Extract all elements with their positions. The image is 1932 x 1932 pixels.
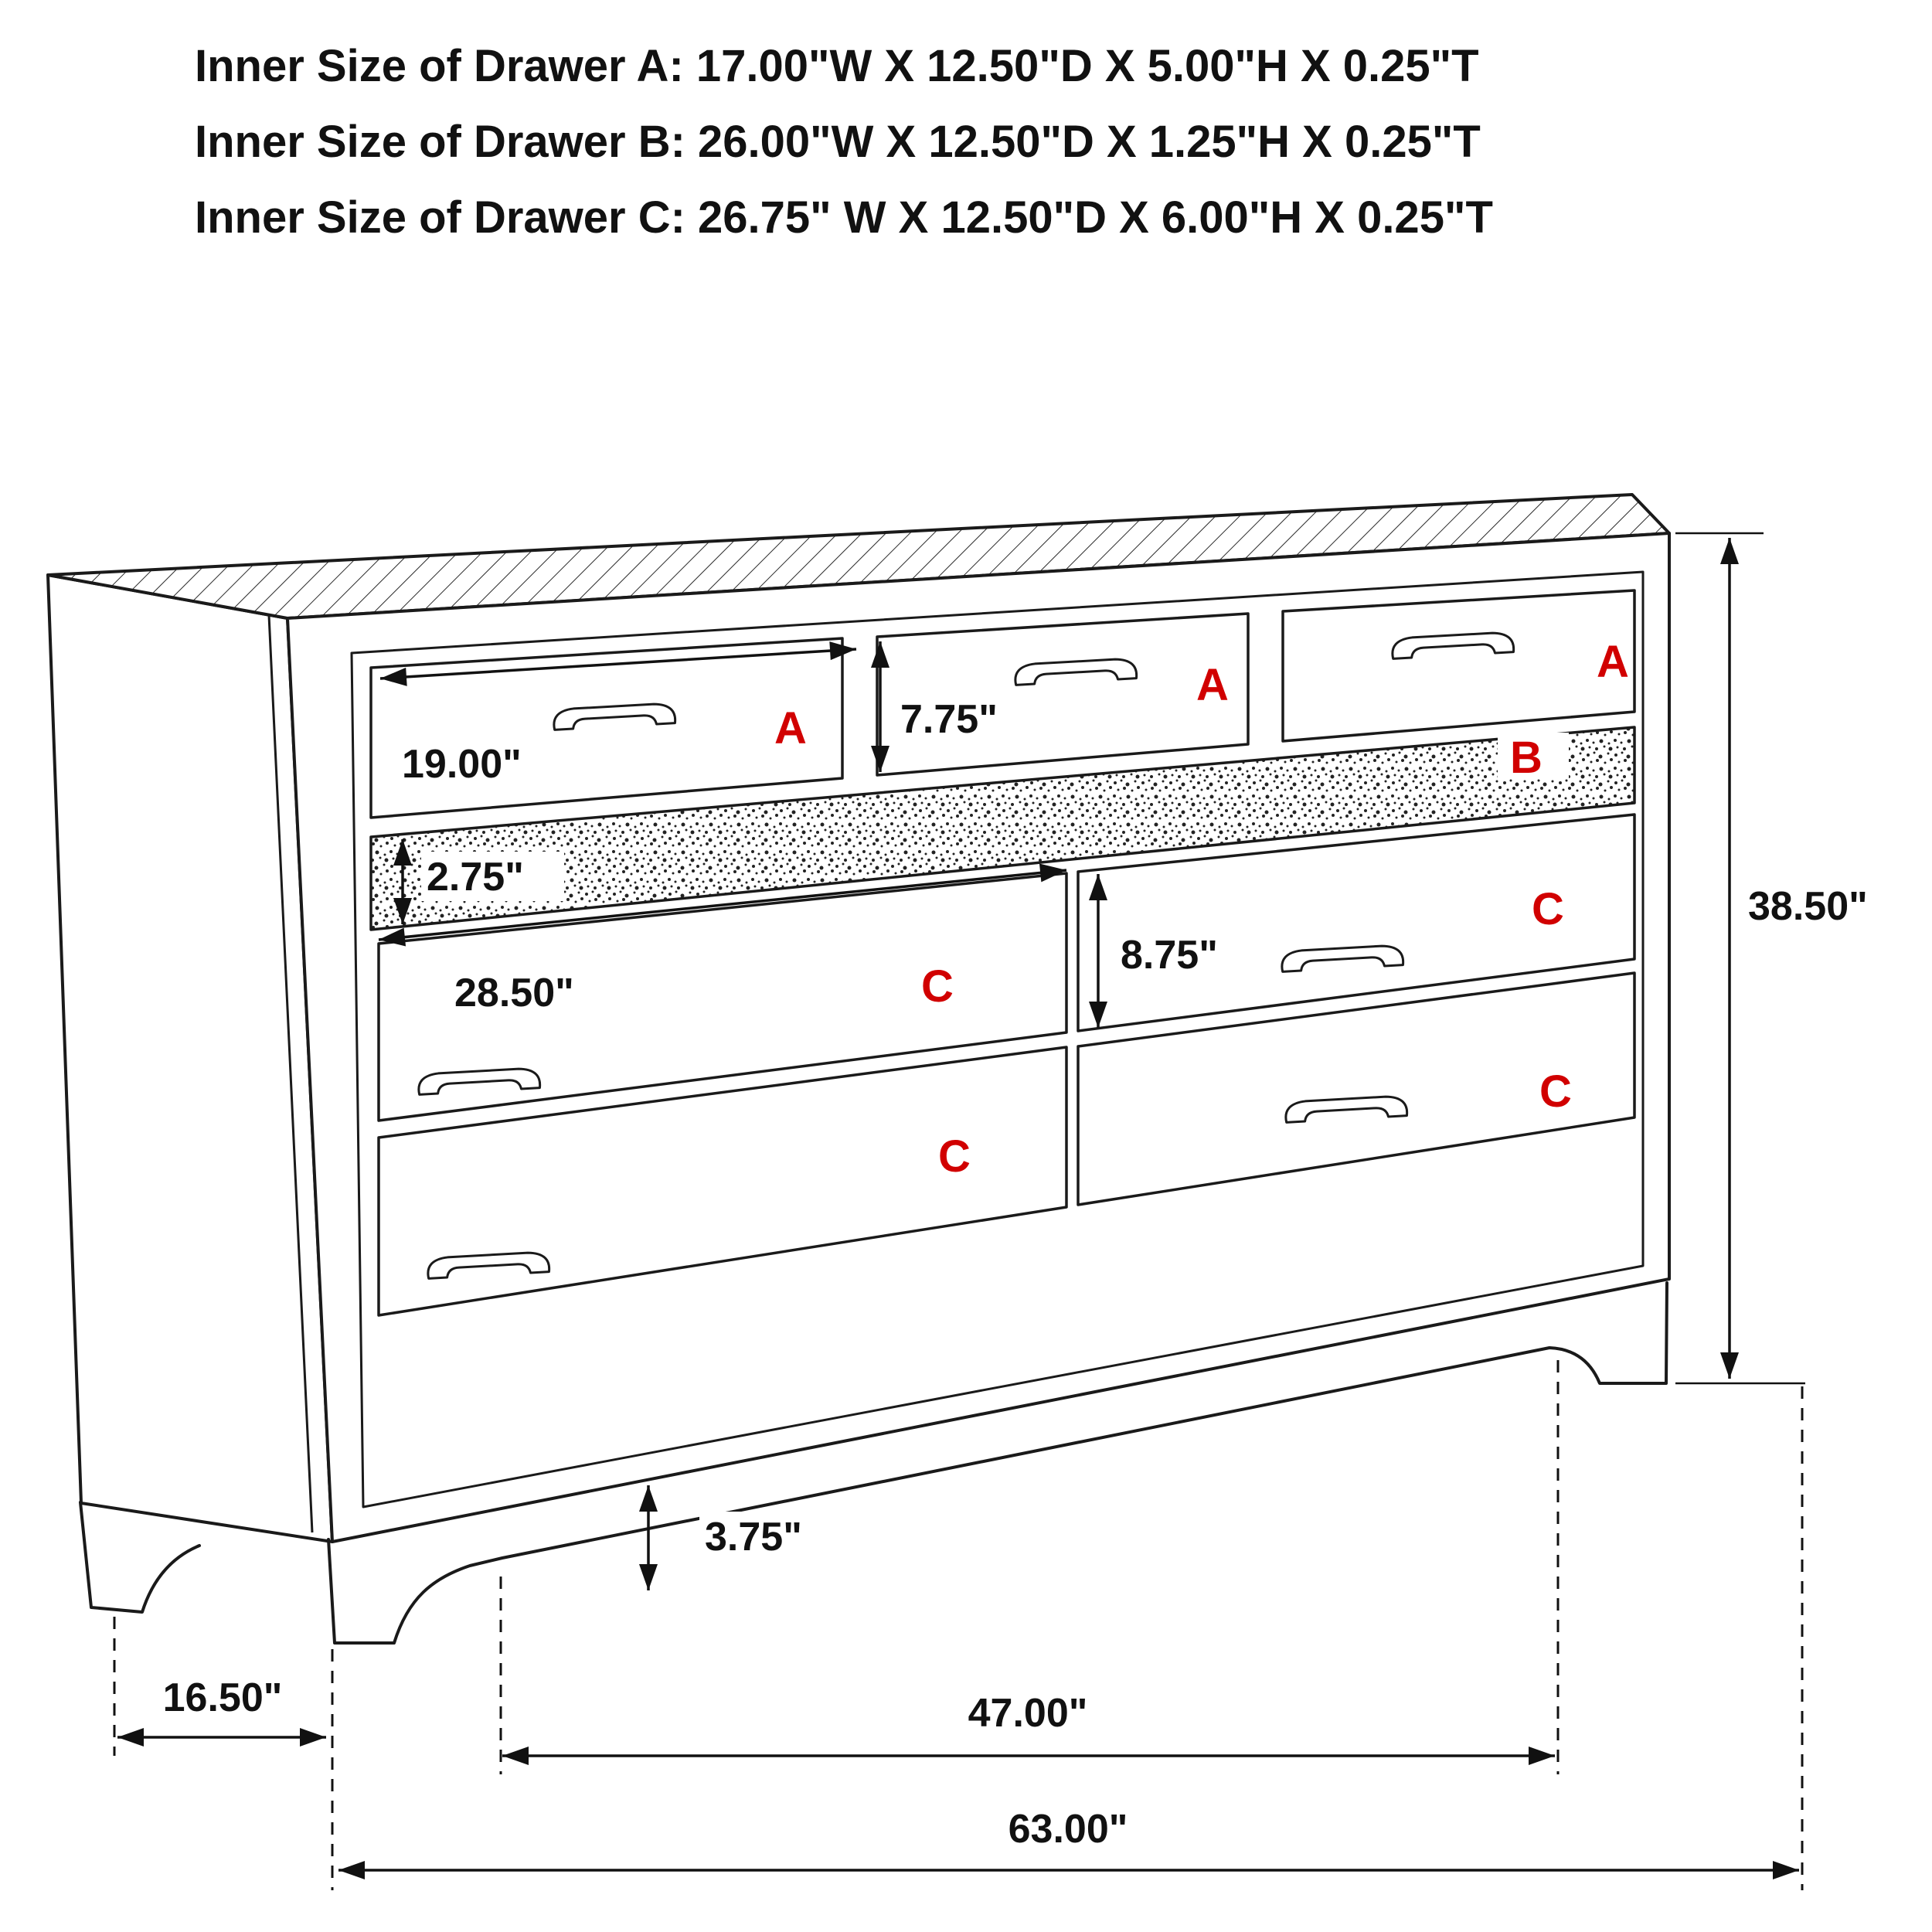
label-drawer-c-right-bottom: C [1539, 1066, 1572, 1117]
header-line-3: Inner Size of Drawer C: 26.75" W X 12.50… [195, 192, 1493, 243]
drawer-c-right-top-handle [1281, 944, 1405, 973]
label-drawer-a2: A [1196, 660, 1229, 710]
dim-label-drawer-b-height: 2.75" [427, 855, 524, 900]
dim-label-overall-height: 38.50" [1748, 884, 1868, 929]
dim-label-backing-8-75 [1115, 930, 1258, 979]
label-drawer-c-left-bottom: C [938, 1131, 971, 1182]
drawer-a3-handle [1391, 631, 1515, 660]
label-drawer-c-left-top: C [921, 961, 954, 1012]
header-line-2: Inner Size of Drawer B: 26.00"W X 12.50"… [195, 117, 1481, 167]
header-line-1: Inner Size of Drawer A: 17.00"W X 12.50"… [195, 41, 1479, 91]
drawer-a2-handle [1014, 658, 1138, 686]
dim-label-drawer-c-height: 8.75" [1121, 933, 1218, 978]
back-left-foot [79, 1501, 201, 1614]
drawer-c-left-bottom-front [377, 1046, 1068, 1317]
dim-label-overall-depth: 16.50" [163, 1675, 283, 1720]
drawer-c-left-top-handle [417, 1067, 542, 1096]
dim-label-drawer-c-width: 28.50" [454, 971, 574, 1015]
dim-arrow-drawer-c-width [378, 863, 1067, 947]
drawer-a3-front [1281, 589, 1636, 743]
drawer-letter-labels: A A A B C C C C [774, 637, 1629, 1182]
header: Inner Size of Drawer A: 17.00"W X 12.50"… [195, 41, 1493, 243]
drawer-c-left-bottom-handle [427, 1251, 551, 1280]
front-face-inner-frame [350, 570, 1645, 1509]
label-drawer-c-right-top: C [1532, 884, 1564, 934]
drawer-a1-handle [553, 702, 677, 731]
dresser-drawing [46, 493, 1671, 1645]
dim-label-overall-width: 63.00" [1009, 1807, 1128, 1852]
side-panel-corner-line [267, 614, 314, 1533]
label-drawer-a3: A [1597, 637, 1629, 687]
dim-label-backing-7-75 [895, 694, 1038, 743]
drawer-c-right-bottom-handle [1284, 1095, 1409, 1124]
dim-label-drawer-a-width: 19.00" [402, 742, 522, 787]
label-drawer-b-backing [1498, 733, 1569, 779]
dim-label-drawer-a-height: 7.75" [900, 697, 998, 742]
drawer-c-right-bottom-front [1077, 971, 1636, 1206]
front-feet-apron [327, 1281, 1668, 1645]
dim-arrow-drawer-a-width [379, 641, 857, 686]
dim-label-foot-height: 3.75" [705, 1515, 802, 1560]
dim-label-backing-3-75 [699, 1512, 842, 1561]
label-drawer-a1: A [774, 703, 807, 753]
label-drawer-b: B [1510, 733, 1543, 783]
dim-label-feet-span: 47.00" [968, 1691, 1088, 1736]
dimension-annotations: 19.00" 7.75" 2.75" 28.50" 8.75" 38.50" 3… [113, 532, 1868, 1890]
